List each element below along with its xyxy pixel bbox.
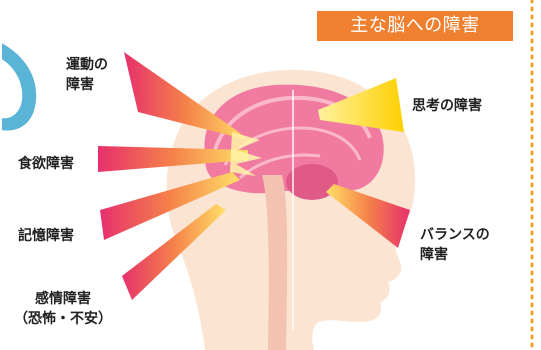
ray-emotion — [122, 204, 226, 300]
ray-thought — [318, 78, 404, 132]
hand-icon — [0, 37, 41, 135]
brain-cerebellum — [286, 164, 338, 200]
label-thought-disorder: 思考の障害 — [412, 98, 482, 114]
label-appetite-disorder: 食欲障害 — [18, 156, 74, 172]
ray-balance — [326, 184, 410, 248]
ray-memory — [100, 172, 240, 240]
label-emotion-disorder: 感情障害 （恐怖・不安） — [14, 291, 112, 327]
brainstem — [262, 175, 288, 350]
label-memory-disorder: 記憶障害 — [18, 228, 74, 244]
label-motor-disorder: 運動の 障害 — [66, 57, 108, 93]
title-badge: 主な脳への障害 — [317, 11, 513, 41]
ray-motor — [124, 52, 248, 140]
label-balance-disorder: バランスの 障害 — [420, 227, 490, 263]
ray-appetite — [98, 146, 248, 172]
